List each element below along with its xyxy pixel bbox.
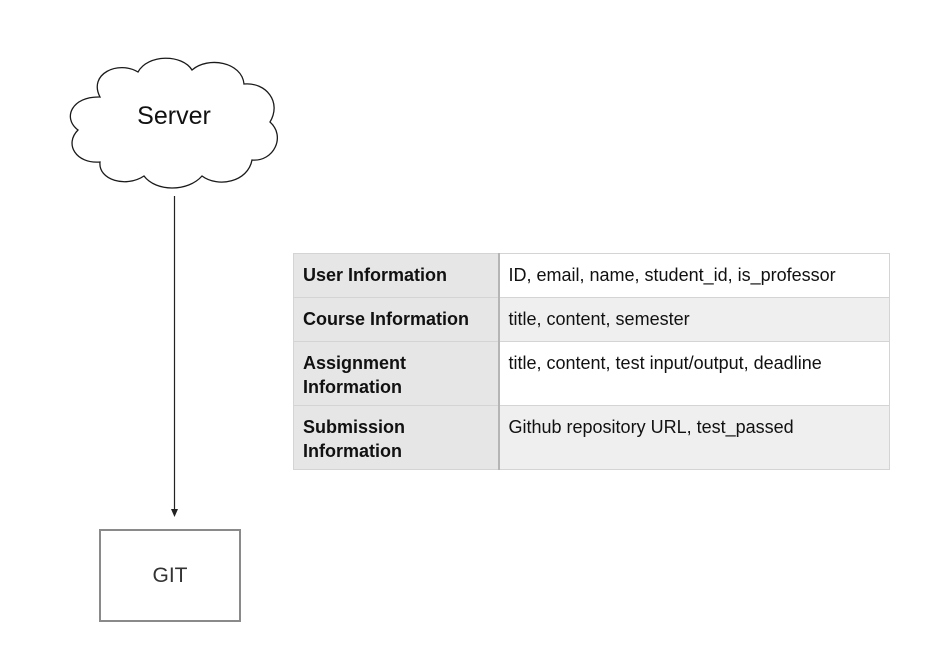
cloud-icon: [69, 57, 278, 189]
server-label: Server: [137, 102, 211, 130]
table-row: User Information ID, email, name, studen…: [293, 253, 890, 298]
server-cloud: Server: [60, 52, 280, 192]
git-box: GIT: [99, 529, 241, 622]
row-key: Course Information: [293, 297, 500, 342]
data-table: User Information ID, email, name, studen…: [293, 253, 890, 470]
table-row: Course Information title, content, semes…: [293, 297, 890, 342]
arrow-down-icon: [171, 196, 178, 517]
row-value: Github repository URL, test_passed: [498, 405, 890, 470]
row-key: Assignment Information: [293, 341, 500, 406]
row-key: User Information: [293, 253, 500, 298]
row-value: title, content, test input/output, deadl…: [498, 341, 890, 406]
row-key: Submission Information: [293, 405, 500, 470]
table-row: Submission Information Github repository…: [293, 405, 890, 470]
git-label: GIT: [152, 563, 188, 587]
table-row: Assignment Information title, content, t…: [293, 341, 890, 406]
row-value: title, content, semester: [498, 297, 890, 342]
row-value: ID, email, name, student_id, is_professo…: [498, 253, 890, 298]
